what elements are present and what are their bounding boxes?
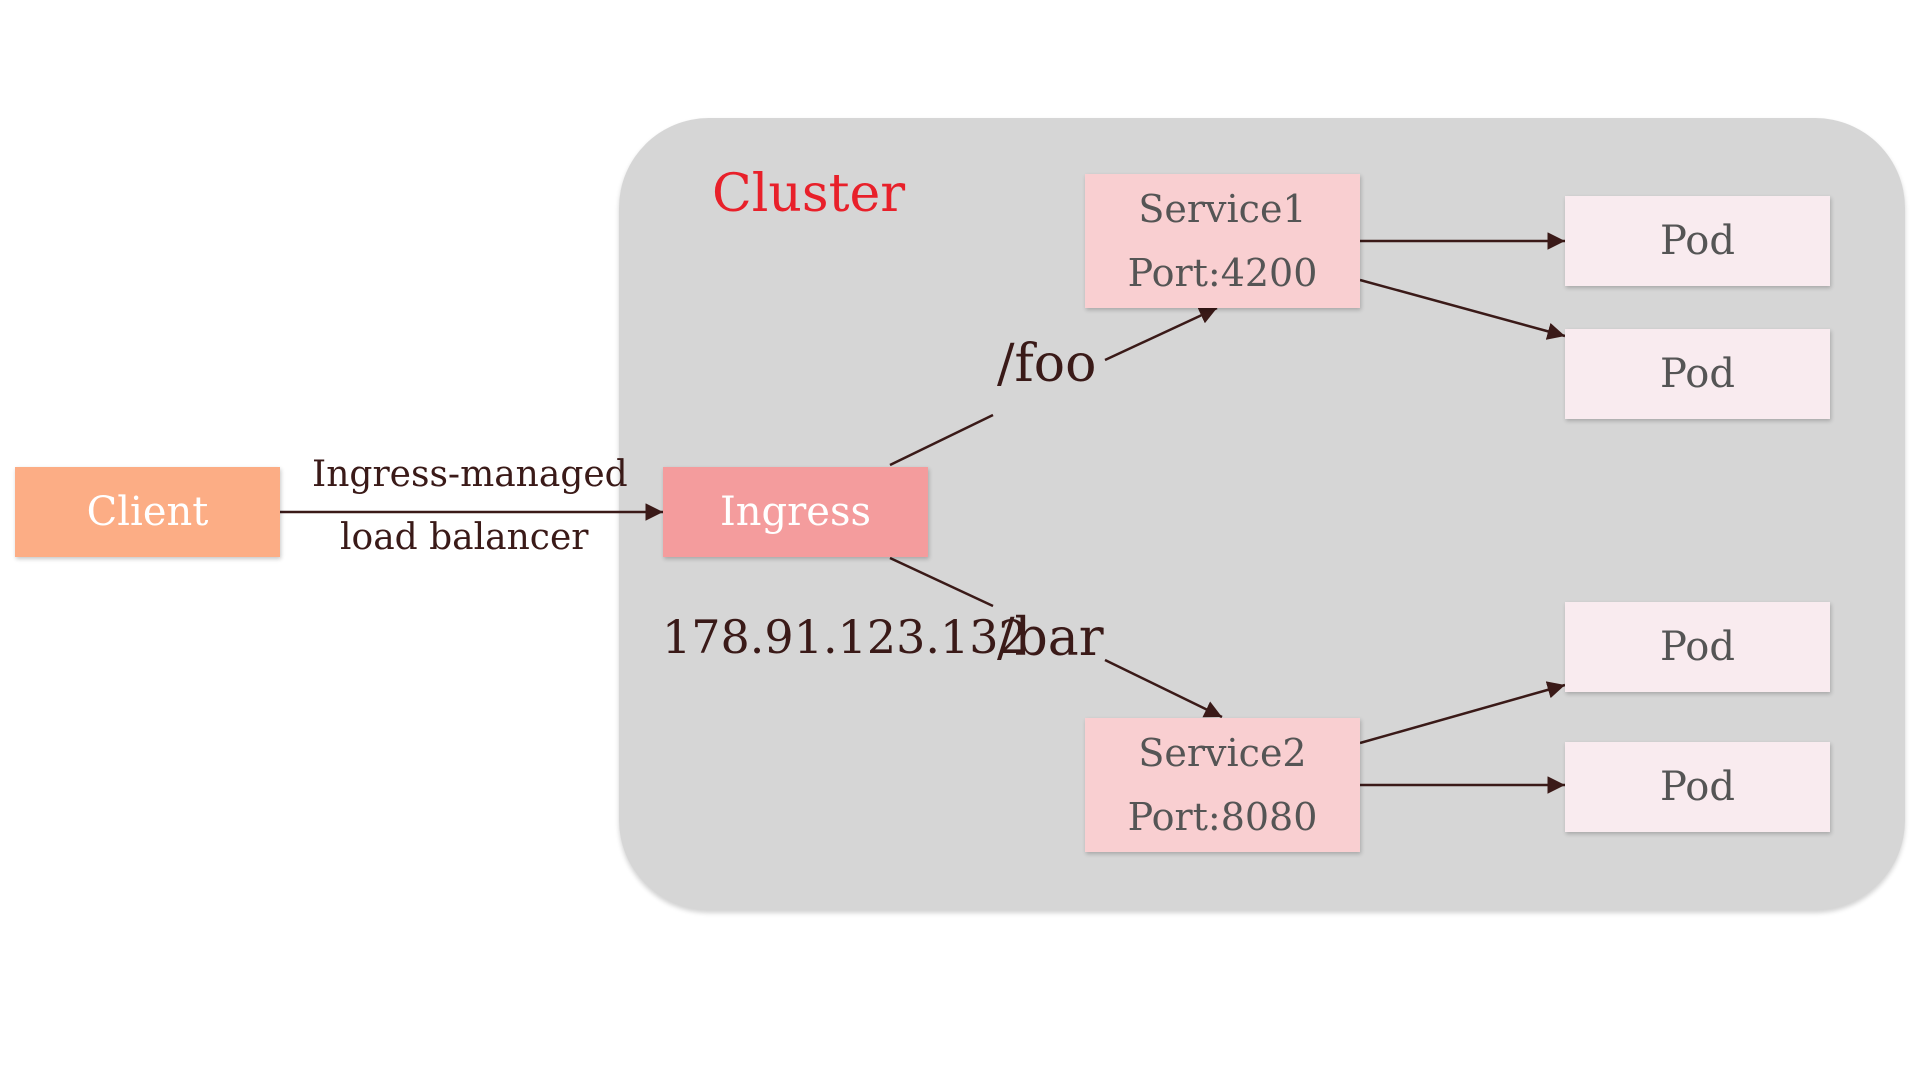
pod-label: Pod bbox=[1660, 624, 1735, 670]
service1-to-pod2-arrow bbox=[1359, 278, 1566, 340]
route-foo-label: /foo bbox=[997, 334, 1097, 394]
pod-label: Pod bbox=[1660, 764, 1735, 810]
ingress-label: Ingress bbox=[719, 489, 871, 535]
ingress-to-bar-line bbox=[889, 556, 994, 608]
cluster-title: Cluster bbox=[712, 164, 906, 224]
service2-node: Service2 Port:8080 bbox=[1085, 718, 1360, 852]
service1-port: Port:4200 bbox=[1127, 251, 1318, 295]
service2-to-pod3-arrow bbox=[1359, 681, 1566, 745]
pod-node-1: Pod bbox=[1565, 196, 1830, 286]
pod-node-3: Pod bbox=[1565, 602, 1830, 692]
pod-node-2: Pod bbox=[1565, 329, 1830, 419]
load-balancer-label-line1: Ingress-managed bbox=[312, 454, 628, 495]
route-bar-label: /bar bbox=[997, 608, 1104, 668]
pod-label: Pod bbox=[1660, 218, 1735, 264]
pod-label: Pod bbox=[1660, 351, 1735, 397]
service1-name: Service1 bbox=[1138, 187, 1307, 231]
service2-name: Service2 bbox=[1138, 731, 1307, 775]
bar-to-service2-arrow bbox=[1104, 658, 1223, 719]
client-label: Client bbox=[86, 489, 209, 535]
service2-port: Port:8080 bbox=[1127, 795, 1318, 839]
ingress-to-foo-line bbox=[889, 413, 994, 467]
load-balancer-label-line2: load balancer bbox=[340, 517, 589, 558]
ingress-ip-address: 178.91.123.132 bbox=[662, 610, 1028, 664]
ingress-node: Ingress bbox=[663, 467, 928, 557]
service1-node: Service1 Port:4200 bbox=[1085, 174, 1360, 308]
client-node: Client bbox=[15, 467, 280, 557]
foo-to-service1-arrow bbox=[1104, 306, 1218, 362]
pod-node-4: Pod bbox=[1565, 742, 1830, 832]
